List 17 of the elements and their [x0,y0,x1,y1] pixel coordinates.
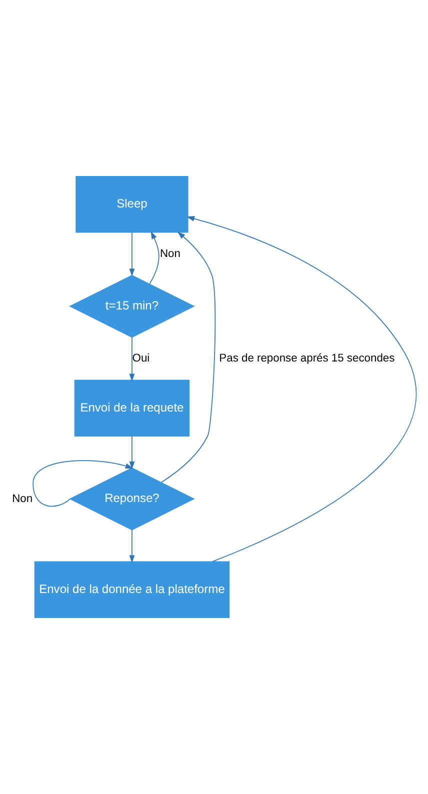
edge-label: Non [160,248,180,260]
node-box: Envoi de la requete [74,380,190,437]
edge-label: Pas de reponse aprés 15 secondes [219,352,395,365]
arrow [129,337,135,382]
edge-label: Oui [132,352,150,365]
arrow [186,216,416,562]
node-diamond: Reponse? [69,467,195,530]
edge-label: Non [12,492,33,505]
node-box: Envoi de la donnée a la plateforme [34,561,230,618]
arrow [149,231,160,284]
arrow [129,232,135,276]
arrow [129,529,135,563]
arrow [32,460,134,507]
node-box: Sleep [76,176,188,233]
arrow [160,232,216,483]
arrow [129,436,135,470]
node-diamond: t=15 min? [69,274,195,338]
